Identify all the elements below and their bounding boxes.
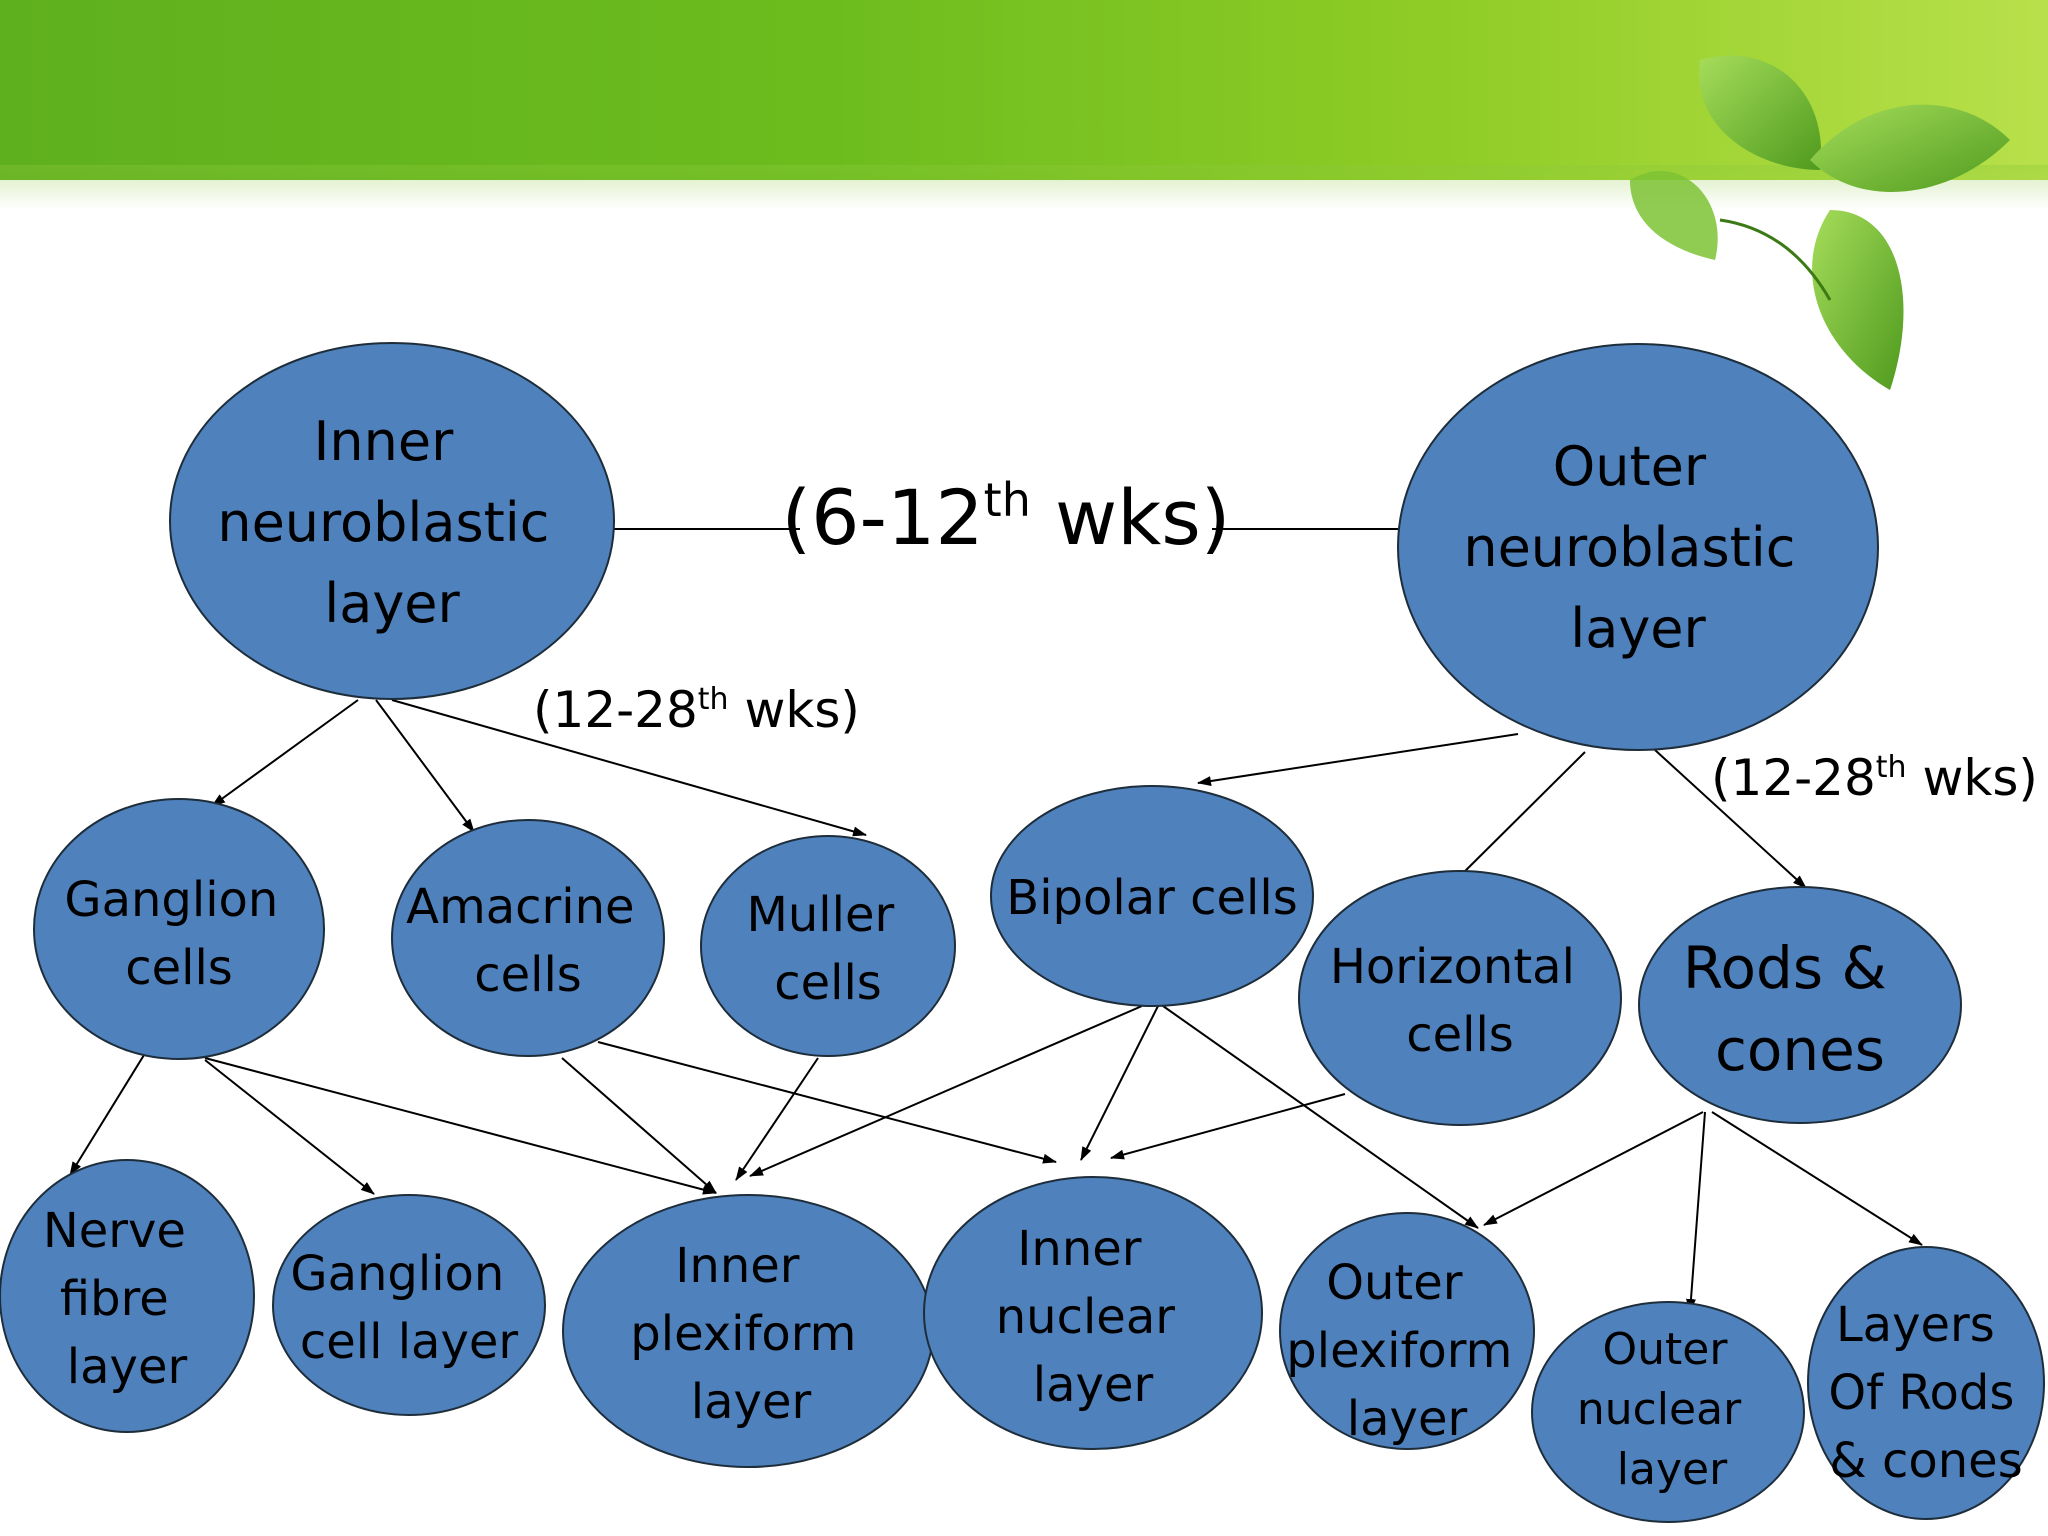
- node-label: Ganglion cell layer: [290, 1246, 519, 1370]
- node-bipolar-cells: Bipolar cells: [990, 785, 1314, 1007]
- arrow-outer-neuroblastic-to-bipolar-cells: [1197, 733, 1519, 786]
- edges: [69, 699, 1923, 1313]
- node-label: Inner plexiform layer: [630, 1238, 871, 1430]
- timing-label-inner: (12-28th wks): [533, 681, 860, 739]
- arrow-rods-cones-to-outer-nuclear-layer: [1685, 1111, 1706, 1313]
- node-label: Muller cells: [746, 887, 909, 1011]
- arrow-inner-neuroblastic-to-ganglion-cells: [211, 699, 359, 807]
- arrow-muller-cells-to-inner-plexiform-layer: [735, 1057, 819, 1181]
- node-inner-nuclear-layer: Inner nuclear layer: [923, 1176, 1263, 1450]
- node-label: Inner nuclear layer: [996, 1221, 1191, 1413]
- node-label: Outer neuroblastic layer: [1463, 435, 1812, 660]
- node-horizontal-cells: Horizontal cells: [1298, 870, 1622, 1126]
- node-label: Outer nuclear layer: [1577, 1324, 1755, 1495]
- arrow-outer-neuroblastic-to-horizontal-cells: [1451, 751, 1586, 885]
- arrow-outer-neuroblastic-to-rods-cones: [1654, 749, 1807, 889]
- node-label: Inner neuroblastic layer: [217, 410, 566, 635]
- node-label: Bipolar cells: [1006, 870, 1297, 926]
- arrow-rods-cones-to-outer-plexiform-layer: [1483, 1111, 1704, 1226]
- node-outer-nuclear-layer: Outer nuclear layer: [1531, 1301, 1805, 1523]
- arrow-ganglion-cells-to-nerve-fibre-layer: [69, 1041, 153, 1176]
- node-label: Horizontal cells: [1330, 939, 1590, 1063]
- node-ganglion-cells: Ganglion cells: [33, 798, 325, 1060]
- node-outer-neuroblastic-layer: Outer neuroblastic layer: [1397, 343, 1879, 751]
- node-inner-plexiform-layer: Inner plexiform layer: [562, 1194, 934, 1468]
- node-label: Outer plexiform layer: [1286, 1255, 1527, 1447]
- node-label: Rods & cones: [1683, 934, 1905, 1084]
- node-layers-of-rods-and-cones: Layers Of Rods & cones: [1807, 1246, 2045, 1520]
- leaves-decoration: [1630, 55, 2010, 390]
- node-ganglion-cell-layer: Ganglion cell layer: [272, 1194, 546, 1416]
- arrow-bipolar-cells-to-outer-plexiform-layer: [1162, 1005, 1479, 1229]
- arrow-ganglion-cells-to-ganglion-cell-layer: [204, 1059, 375, 1195]
- node-label: Amacrine cells: [406, 879, 650, 1003]
- node-label: Nerve fibre layer: [43, 1203, 201, 1395]
- timing-label-outer: (12-28th wks): [1711, 749, 2038, 807]
- arrow-amacrine-cells-to-inner-nuclear-layer: [597, 1041, 1057, 1164]
- node-label: Layers Of Rods & cones: [1828, 1297, 2029, 1489]
- arrow-horizontal-cells-to-inner-nuclear-layer: [1110, 1093, 1346, 1160]
- timing-label-top: (6-12th wks): [782, 473, 1231, 562]
- node-amacrine-cells: Amacrine cells: [391, 819, 665, 1057]
- node-outer-plexiform-layer: Outer plexiform layer: [1279, 1212, 1535, 1450]
- arrow-inner-neuroblastic-to-amacrine-cells: [375, 699, 475, 833]
- node-muller-cells: Muller cells: [700, 835, 956, 1057]
- node-inner-neuroblastic-layer: Inner neuroblastic layer: [169, 342, 615, 700]
- arrow-bipolar-cells-to-inner-plexiform-layer: [749, 1005, 1143, 1177]
- arrow-inner-neuroblastic-to-muller-cells: [391, 699, 867, 837]
- arrow-bipolar-cells-to-inner-nuclear-layer: [1080, 1005, 1159, 1161]
- node-rods-and-cones: Rods & cones: [1638, 886, 1962, 1124]
- arrow-ganglion-cells-to-inner-plexiform-layer: [204, 1057, 717, 1195]
- arrow-rods-cones-to-layers-rods-cones: [1711, 1111, 1923, 1246]
- node-nerve-fibre-layer: Nerve fibre layer: [0, 1159, 255, 1433]
- arrow-amacrine-cells-to-inner-plexiform-layer: [561, 1057, 717, 1194]
- node-label: Ganglion cells: [64, 872, 293, 996]
